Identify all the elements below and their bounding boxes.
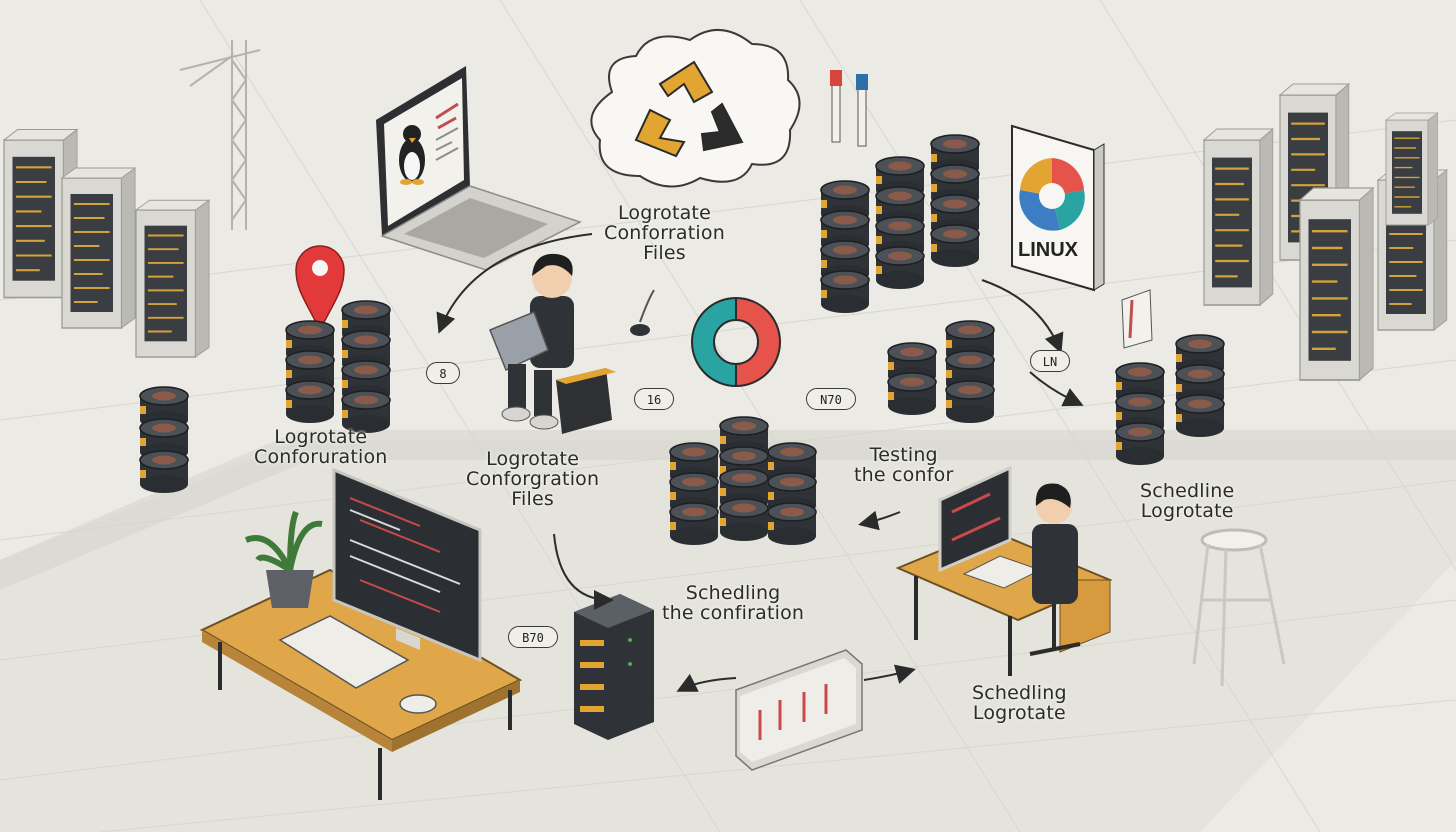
label-line: the confor (854, 463, 954, 486)
label-testing-the-confor: Testing the confor (854, 444, 954, 486)
label-line: Logrotate (1140, 499, 1234, 522)
desk-workstation (199, 467, 523, 800)
server-stack-far-right (1115, 289, 1225, 466)
step-badge: LN (1030, 350, 1070, 372)
label-line: Conforuration (254, 445, 388, 468)
linux-logo-text: LINUX (1018, 239, 1079, 261)
label-line: Schedling (972, 682, 1067, 704)
tool-pens (830, 70, 868, 147)
plant-icon (244, 510, 323, 608)
label-line: the confiration (662, 601, 805, 624)
recycle-icon (634, 60, 744, 158)
label-logrotate-conforuration: Logrotate Conforuration (254, 426, 388, 468)
server-tower-bottom (574, 594, 654, 740)
label-schedling-the-confiration: Schedling the confiration (662, 582, 805, 624)
label-line: Conforgration (466, 467, 600, 490)
stool-icon (1192, 528, 1286, 687)
linux-board: LINUX (1011, 124, 1105, 292)
linux-chart-icon (1019, 158, 1085, 231)
label-line: Schedline (1140, 480, 1235, 502)
step-badge: 8 (426, 362, 460, 384)
label-logrotate-conforgration-files: Logrotate Conforgration Files (466, 448, 600, 510)
label-line: Testing (869, 444, 938, 466)
laptop-with-penguin (376, 66, 582, 271)
label-logrotate-conforration-files: Logrotate Conforration Files (604, 202, 725, 264)
flow-arrows (436, 233, 1084, 692)
ring-icon (691, 296, 781, 388)
label-line: Conforration (604, 221, 725, 244)
small-probe (630, 289, 655, 336)
network-switch (735, 649, 863, 771)
location-pin-icon (295, 245, 345, 332)
label-line: Logrotate (972, 701, 1066, 724)
person-with-laptop (489, 253, 616, 434)
recycle-cloud (590, 28, 801, 188)
label-line: Logrotate (486, 448, 580, 470)
label-schedling-logrotate: Schedling Logrotate (972, 682, 1067, 724)
label-schedline-logrotate: Schedline Logrotate (1140, 480, 1235, 522)
step-badge: 16 (634, 388, 674, 410)
step-badge: B70 (508, 626, 558, 648)
step-badge: N70 (806, 388, 856, 410)
label-line: Files (511, 487, 554, 510)
label-line: Logrotate (274, 426, 368, 448)
label-line: Logrotate (617, 202, 711, 224)
label-line: Files (643, 241, 686, 264)
tower-crane-icon (179, 40, 261, 230)
label-line: Schedling (685, 582, 781, 604)
penguin-icon (399, 125, 425, 185)
desk-person-right (895, 465, 1113, 676)
